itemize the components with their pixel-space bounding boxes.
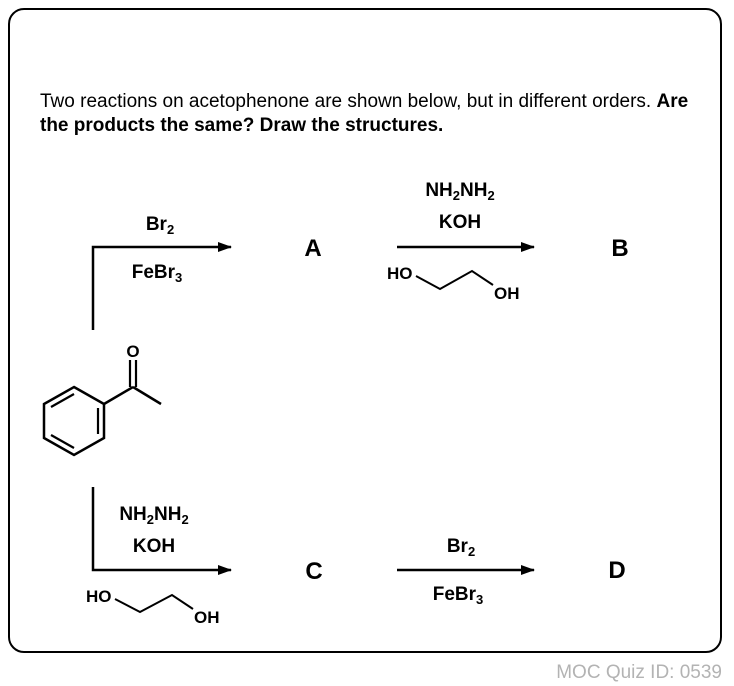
product-c-label: C xyxy=(305,558,322,585)
svg-text:HO: HO xyxy=(387,264,413,283)
svg-text:OH: OH xyxy=(494,284,520,303)
top-step2-reagent1: NH2NH2 xyxy=(425,180,494,203)
top-ethylene-glycol: HO OH xyxy=(387,264,520,303)
product-d-label: D xyxy=(608,557,625,584)
bottom-step1-reagent1: NH2NH2 xyxy=(119,504,188,527)
bottom-route-bracket xyxy=(91,487,232,575)
acetophenone-structure: O xyxy=(42,342,162,457)
carbonyl-oxygen: O xyxy=(126,342,139,361)
question-emphasis: Are the products the same? Draw the stru… xyxy=(40,91,689,136)
top-route-bracket xyxy=(91,242,232,330)
quiz-id-watermark: MOC Quiz ID: 0539 xyxy=(556,662,722,683)
quiz-card xyxy=(8,8,722,653)
top-step1-reagent2: FeBr3 xyxy=(132,262,183,285)
product-b-label: B xyxy=(611,235,628,262)
svg-text:OH: OH xyxy=(194,608,220,627)
top-step2-reagent2: KOH xyxy=(439,212,481,233)
question-intro: Two reactions on acetophenone are shown … xyxy=(40,91,652,112)
bottom-step2-reagent1: Br2 xyxy=(447,536,475,559)
bottom-step2-reagent2: FeBr3 xyxy=(433,584,484,607)
product-a-label: A xyxy=(304,235,321,262)
bottom-step1-reagent2: KOH xyxy=(133,536,175,557)
svg-text:HO: HO xyxy=(86,587,112,606)
top-step1-reagent1: Br2 xyxy=(146,214,174,237)
question-text: Two reactions on acetophenone are shown … xyxy=(40,90,700,138)
bottom-ethylene-glycol: HO OH xyxy=(86,587,220,627)
